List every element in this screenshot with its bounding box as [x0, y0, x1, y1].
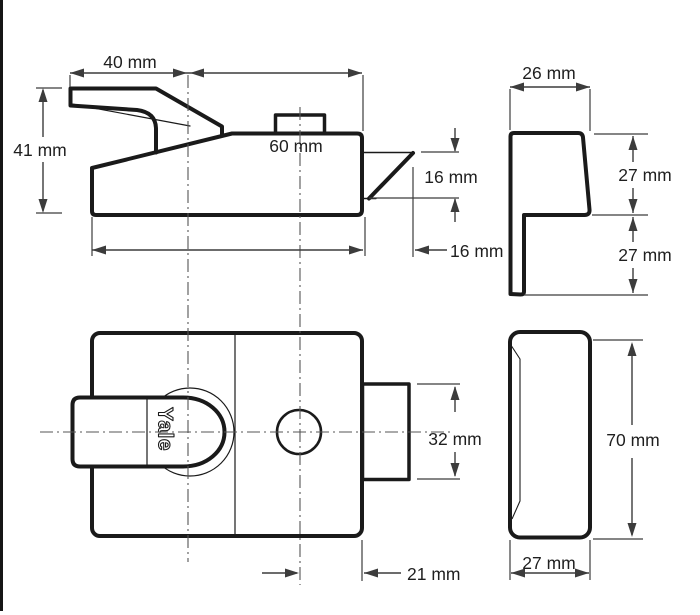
view-front-elevation: Yale — [70, 331, 411, 538]
label-16mm-height: 16 mm — [424, 167, 477, 187]
arrow-left — [92, 245, 106, 255]
label-41mm: 41 mm — [13, 140, 66, 160]
page-edge-border — [0, 0, 3, 611]
arrow-right — [285, 568, 299, 578]
dim-32mm — [450, 386, 460, 477]
label-21mm: 21 mm — [407, 564, 460, 584]
view-side-elevation — [68, 86, 415, 217]
label-60mm: 60 mm — [269, 136, 322, 156]
label-27mm-depth: 27 mm — [522, 553, 575, 573]
arrow-right — [349, 245, 363, 255]
arrow-down — [450, 463, 460, 477]
dim-16mm-bolt-height — [450, 128, 460, 222]
arrow-up — [627, 342, 637, 356]
arrow-right-2 — [348, 68, 362, 78]
arrow-up — [450, 198, 460, 212]
extension-lines — [36, 75, 648, 581]
arrow-up — [628, 217, 638, 231]
label-27mm-upper: 27 mm — [618, 165, 671, 185]
arrow-left — [511, 568, 525, 578]
lock-case-outline — [90, 131, 364, 217]
arrow-up — [38, 88, 48, 102]
arrow-down — [628, 199, 638, 213]
view-keep-profile — [508, 131, 592, 297]
dimension-annotations — [36, 68, 648, 581]
label-16mm-projection: 16 mm — [450, 241, 503, 261]
label-26mm: 26 mm — [522, 63, 575, 83]
arrow-up — [628, 136, 638, 150]
dim-27mm-keep-upper — [628, 136, 638, 213]
lever-inner-edge — [71, 103, 191, 127]
dim-21mm — [262, 568, 401, 578]
dim-26mm — [510, 82, 590, 92]
brand-logo-text: Yale — [154, 407, 177, 451]
dim-41mm — [38, 88, 48, 213]
arrow-right — [576, 82, 590, 92]
dim-27mm-keep-lower — [628, 217, 638, 293]
arrow-up — [450, 386, 460, 400]
dim-40mm-60mm — [70, 68, 362, 78]
arrow-right — [173, 68, 187, 78]
dim-27mm-depth — [511, 568, 589, 578]
view-case-profile — [508, 330, 592, 540]
centerlines — [40, 75, 450, 585]
arrow-left — [510, 82, 524, 92]
arrow-down — [38, 199, 48, 213]
case-profile-outline — [508, 330, 592, 540]
label-40mm: 40 mm — [103, 52, 156, 72]
arrow-left — [70, 68, 84, 78]
arrow-down — [627, 523, 637, 537]
arrow-right — [575, 568, 589, 578]
label-27mm-lower: 27 mm — [618, 245, 671, 265]
latch-bolt-bevel — [367, 151, 415, 201]
dim-70mm — [627, 342, 637, 537]
label-70mm: 70 mm — [606, 430, 659, 450]
case-profile-edge-line — [511, 345, 521, 520]
thumb-turn-lever-outline — [70, 395, 227, 469]
dimension-labels: 40 mm 41 mm 60 mm 16 mm 16 mm 26 mm 27 m… — [13, 52, 671, 584]
arrow-left — [364, 568, 378, 578]
label-32mm: 32 mm — [428, 429, 481, 449]
arrow-down — [450, 138, 460, 152]
arrow-left-2 — [190, 68, 204, 78]
arrow-down — [628, 279, 638, 293]
arrow-left-2 — [415, 245, 429, 255]
lever-handle-outline — [68, 86, 224, 155]
dim-16mm-bolt-projection — [92, 245, 447, 255]
keep-outline — [508, 131, 592, 297]
